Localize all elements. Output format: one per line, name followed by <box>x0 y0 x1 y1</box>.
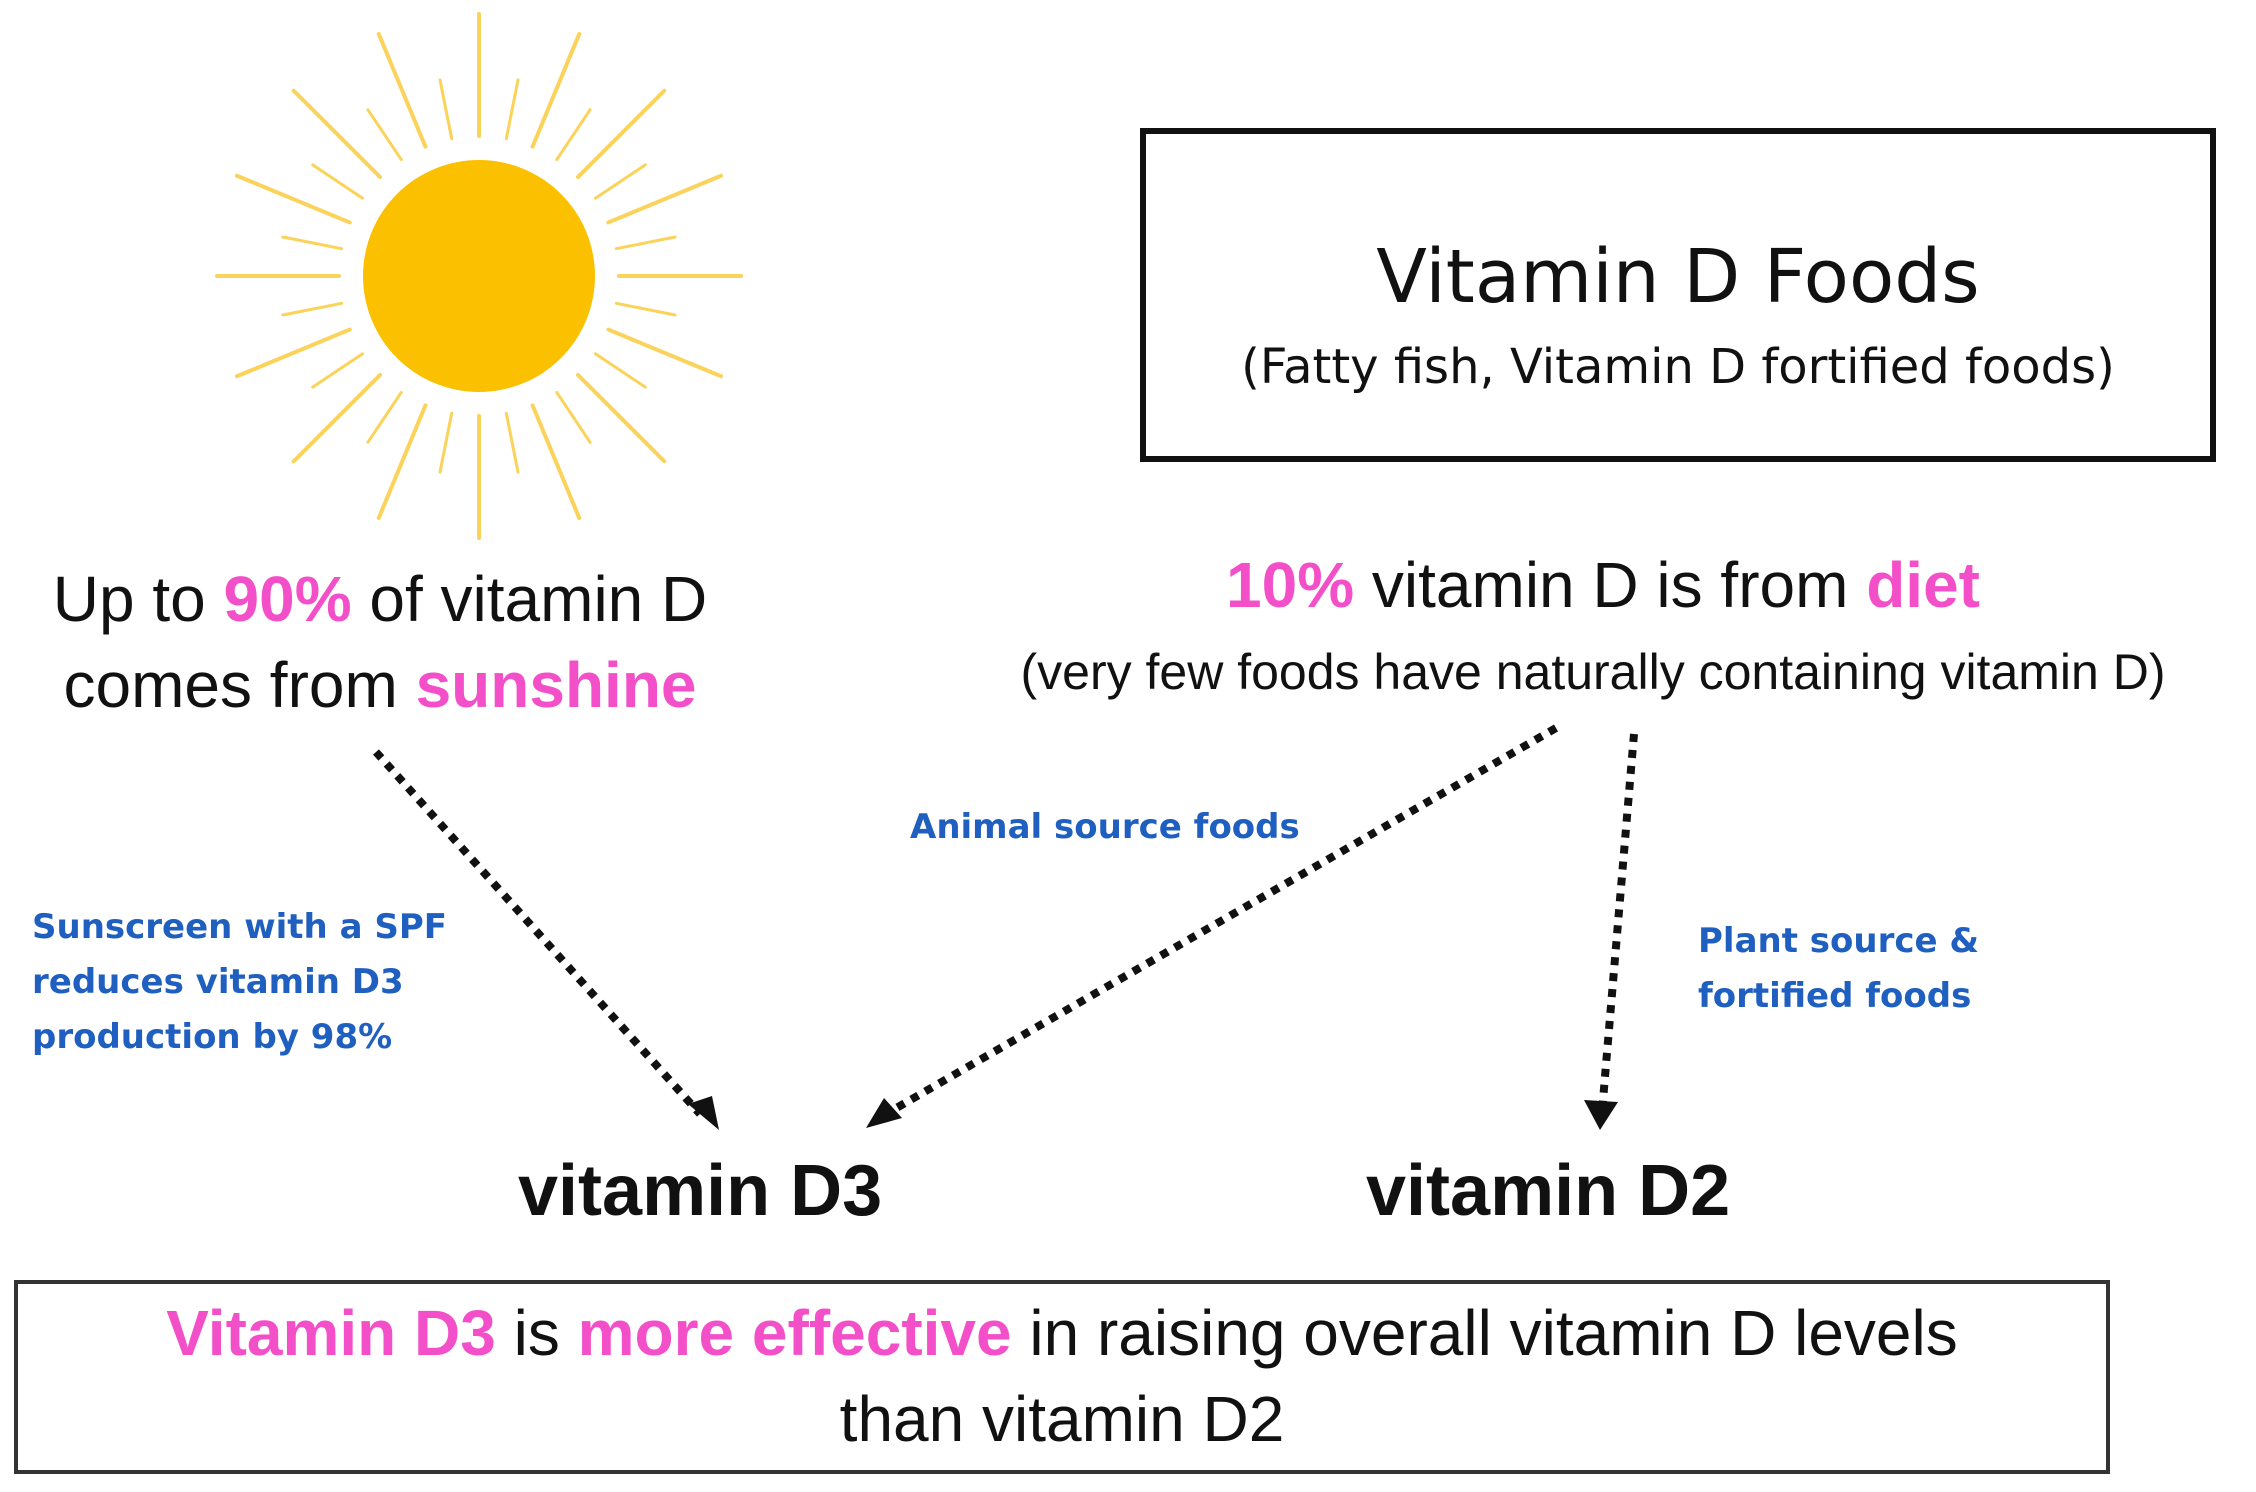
sun-ray <box>234 327 352 379</box>
plant-source-note: Plant source & fortified foods <box>1698 914 1979 1024</box>
sun-ray <box>530 403 582 521</box>
sun-ray <box>438 78 454 141</box>
foods-box-subtitle: (Fatty fish, Vitamin D fortified foods) <box>1241 339 2115 395</box>
sunscreen-note: Sunscreen with a SPF reduces vitamin D3 … <box>32 900 447 1065</box>
sun-ray <box>366 390 403 444</box>
sun-ray <box>366 108 403 162</box>
arrowhead-d3-left <box>688 1096 719 1130</box>
sun-ray <box>606 327 724 379</box>
sun-rays <box>215 12 743 540</box>
arrowhead-d2 <box>1584 1100 1618 1130</box>
sun-ray <box>530 31 582 149</box>
sun-ray <box>504 411 520 474</box>
sunshine-keyword: sunshine <box>415 649 697 721</box>
sunshine-line-2: comes from sunshine <box>0 642 760 728</box>
sun-ray <box>555 390 592 444</box>
sun-disc <box>363 160 595 392</box>
sun-ray <box>555 108 592 162</box>
sunshine-percent: 90% <box>223 563 352 635</box>
sunscreen-note-line: reduces vitamin D3 <box>32 962 404 1002</box>
conclusion-line-2: than vitamin D2 <box>839 1383 1285 1455</box>
diet-middle: vitamin D is from <box>1354 549 1867 621</box>
foods-box: Vitamin D Foods (Fatty fish, Vitamin D f… <box>1140 128 2216 462</box>
conclusion-is: is <box>495 1297 578 1369</box>
sun-ray <box>614 235 677 251</box>
sun-ray <box>606 173 724 225</box>
foods-box-title: Vitamin D Foods <box>1376 234 1980 320</box>
arrow-sunshine-to-d3 <box>373 749 703 1117</box>
sun-ray <box>311 163 365 200</box>
sun-ray <box>593 352 647 389</box>
sunshine-line2-prefix: comes from <box>63 649 416 721</box>
conclusion-subject: Vitamin D3 <box>166 1297 496 1369</box>
conclusion-box: Vitamin D3 is more effective in raising … <box>14 1280 2110 1474</box>
sun-ray <box>376 31 428 149</box>
sunshine-line-1: Up to 90% of vitamin D <box>0 556 760 642</box>
sun-ray <box>504 78 520 141</box>
arrowhead-d3-right <box>866 1098 902 1128</box>
diet-note: (very few foods have naturally containin… <box>1020 644 2166 700</box>
conclusion-rest: in raising overall vitamin D levels <box>1011 1297 1958 1369</box>
sun-ray <box>438 411 454 474</box>
arrow-diet-to-d3 <box>884 724 1558 1118</box>
vitamin-d3-label: vitamin D3 <box>518 1151 883 1231</box>
sun-icon <box>215 12 743 540</box>
sun-ray <box>614 301 677 317</box>
plant-note-line: fortified foods <box>1698 976 1972 1016</box>
diet-keyword: diet <box>1866 549 1980 621</box>
plant-note-line: Plant source & <box>1698 921 1980 961</box>
sunscreen-note-line: Sunscreen with a SPF <box>32 907 447 947</box>
sunshine-middle: of vitamin D <box>351 563 708 635</box>
sun-ray <box>593 163 647 200</box>
diet-statement: 10% vitamin D is from diet <box>930 545 2256 625</box>
sun-ray <box>291 88 383 180</box>
sunshine-statement: Up to 90% of vitamin D comes from sunshi… <box>0 556 760 728</box>
conclusion-line-1: Vitamin D3 is more effective in raising … <box>18 1290 2106 1376</box>
sun-ray <box>281 235 344 251</box>
sun-ray <box>575 88 667 180</box>
sunscreen-note-line: production by 98% <box>32 1017 393 1057</box>
sun-ray <box>376 403 428 521</box>
animal-source-note: Animal source foods <box>910 807 1300 847</box>
sun-ray <box>291 372 383 464</box>
sun-ray <box>234 173 352 225</box>
sun-ray <box>311 352 365 389</box>
arrow-diet-to-d2 <box>1598 733 1638 1113</box>
conclusion-emphasis: more effective <box>577 1297 1012 1369</box>
diet-percent: 10% <box>1226 549 1355 621</box>
sun-ray <box>575 372 667 464</box>
vitamin-d2-label: vitamin D2 <box>1366 1151 1731 1231</box>
sun-ray <box>281 301 344 317</box>
sunshine-prefix: Up to <box>52 563 224 635</box>
